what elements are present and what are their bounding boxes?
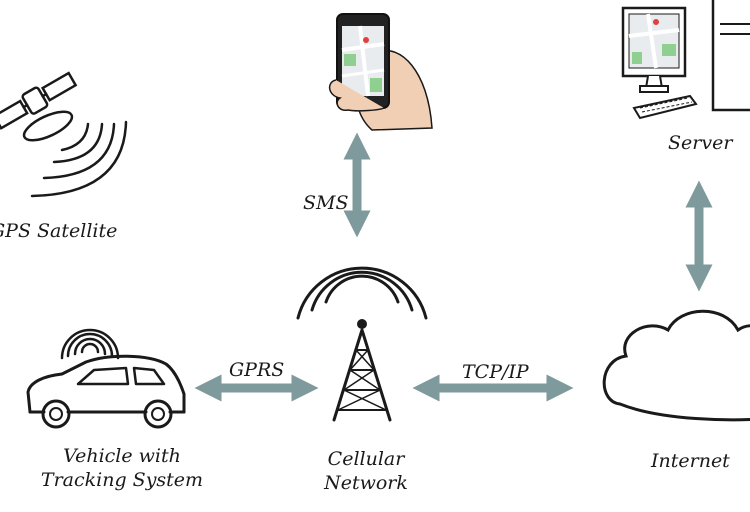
cellular-network-label: Cellular Network <box>298 447 434 495</box>
smartphone-icon <box>328 13 433 131</box>
gprs-label: GPRS <box>229 359 285 381</box>
vehicle-label-line2: Tracking System <box>40 469 204 491</box>
gps-satellite-icon <box>0 71 128 198</box>
cell-tower-icon <box>296 266 428 422</box>
internet-cloud-icon <box>602 309 750 422</box>
tcpip-label: TCP/IP <box>462 361 529 383</box>
vehicle-label-line1: Vehicle with <box>63 445 181 467</box>
cellular-label-line2: Network <box>324 472 408 494</box>
internet-label: Internet <box>651 450 730 472</box>
gps-satellite-label: GPS Satellite <box>0 220 118 242</box>
vehicle-label: Vehicle with Tracking System <box>14 444 230 492</box>
sms-label: SMS <box>303 192 349 214</box>
vehicle-icon <box>26 328 186 429</box>
cellular-label-line1: Cellular <box>327 448 405 470</box>
server-computer-icon <box>621 0 750 120</box>
server-label: Server <box>668 132 733 154</box>
